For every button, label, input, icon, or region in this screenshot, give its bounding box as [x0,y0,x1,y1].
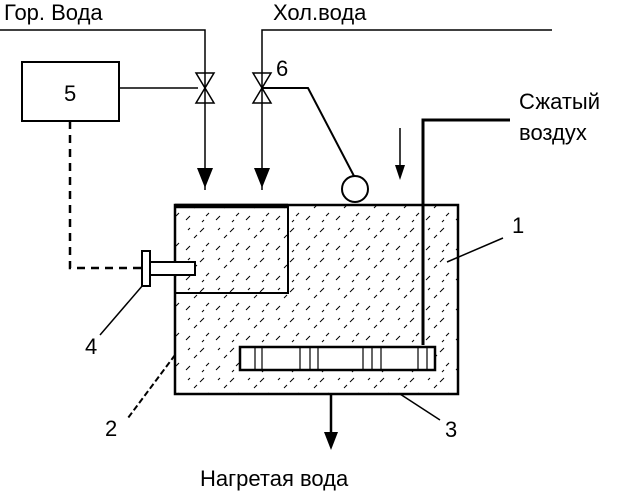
cold-water-label: Хол.вода [273,0,367,25]
compressed-air-label-line1: Сжатый [519,89,600,114]
cold-water-pipe [262,30,552,190]
heated-water-label: Нагретая вода [200,466,349,491]
number-4-label: 4 [85,334,97,359]
number-6-label: 6 [276,56,288,81]
gauge-line [262,88,354,176]
leader-3 [400,394,440,420]
leader-2 [128,355,175,418]
number-1-label: 1 [512,213,524,238]
air-bubbler [240,347,435,370]
sensor-signal-line [70,121,142,268]
compressed-air-arrow-icon [395,128,405,180]
cold-water-arrow-icon [254,168,270,188]
number-2-label: 2 [105,416,117,441]
number-5-label: 5 [64,81,76,106]
hot-water-label: Гор. Вода [4,0,103,25]
hot-water-arrow-icon [197,168,213,188]
gauge-icon [342,176,368,202]
number-3-label: 3 [445,417,457,442]
compressed-air-label-line2: воздух [519,120,587,145]
hot-water-pipe [0,30,205,190]
leader-4 [100,285,143,335]
heated-water-arrow-icon [324,394,338,450]
